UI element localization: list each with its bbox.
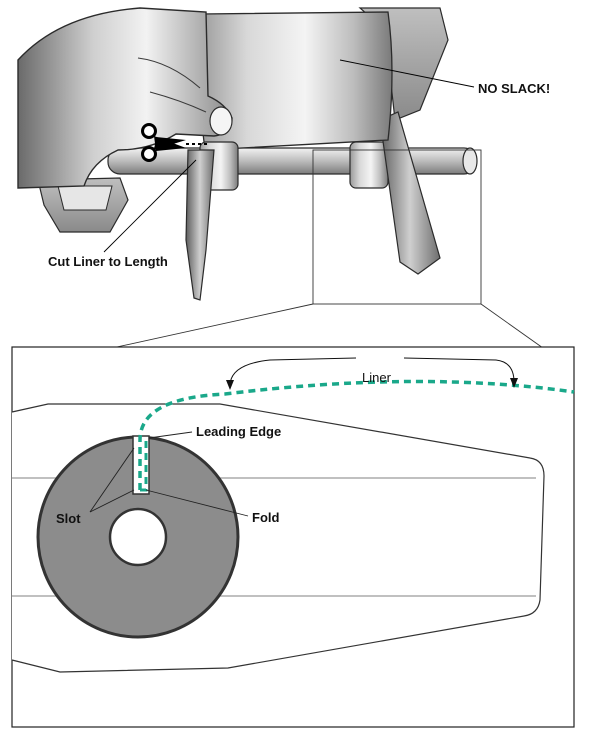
- liner-detail-view: Liner Leading Edge Slot Fold: [11, 346, 575, 728]
- no-slack-label: NO SLACK!: [478, 81, 550, 96]
- scissors-icon: [141, 123, 186, 162]
- right-hub: [349, 141, 389, 189]
- liner-line: [138, 379, 575, 490]
- dispenser-illustration: NO SLACK! Cut Liner to Length: [17, 7, 550, 305]
- slot-label: Slot: [56, 511, 81, 526]
- fold-label: Fold: [252, 510, 279, 525]
- leading-edge-label: Leading Edge: [196, 424, 281, 439]
- spindle-rod: [107, 147, 477, 175]
- right-arm: [379, 111, 441, 275]
- cut-liner-label: Cut Liner to Length: [48, 254, 168, 269]
- detail-callout-box: [312, 149, 482, 305]
- liner-label: Liner: [362, 370, 392, 385]
- left-arm: [185, 149, 215, 301]
- core-hole: [108, 507, 168, 567]
